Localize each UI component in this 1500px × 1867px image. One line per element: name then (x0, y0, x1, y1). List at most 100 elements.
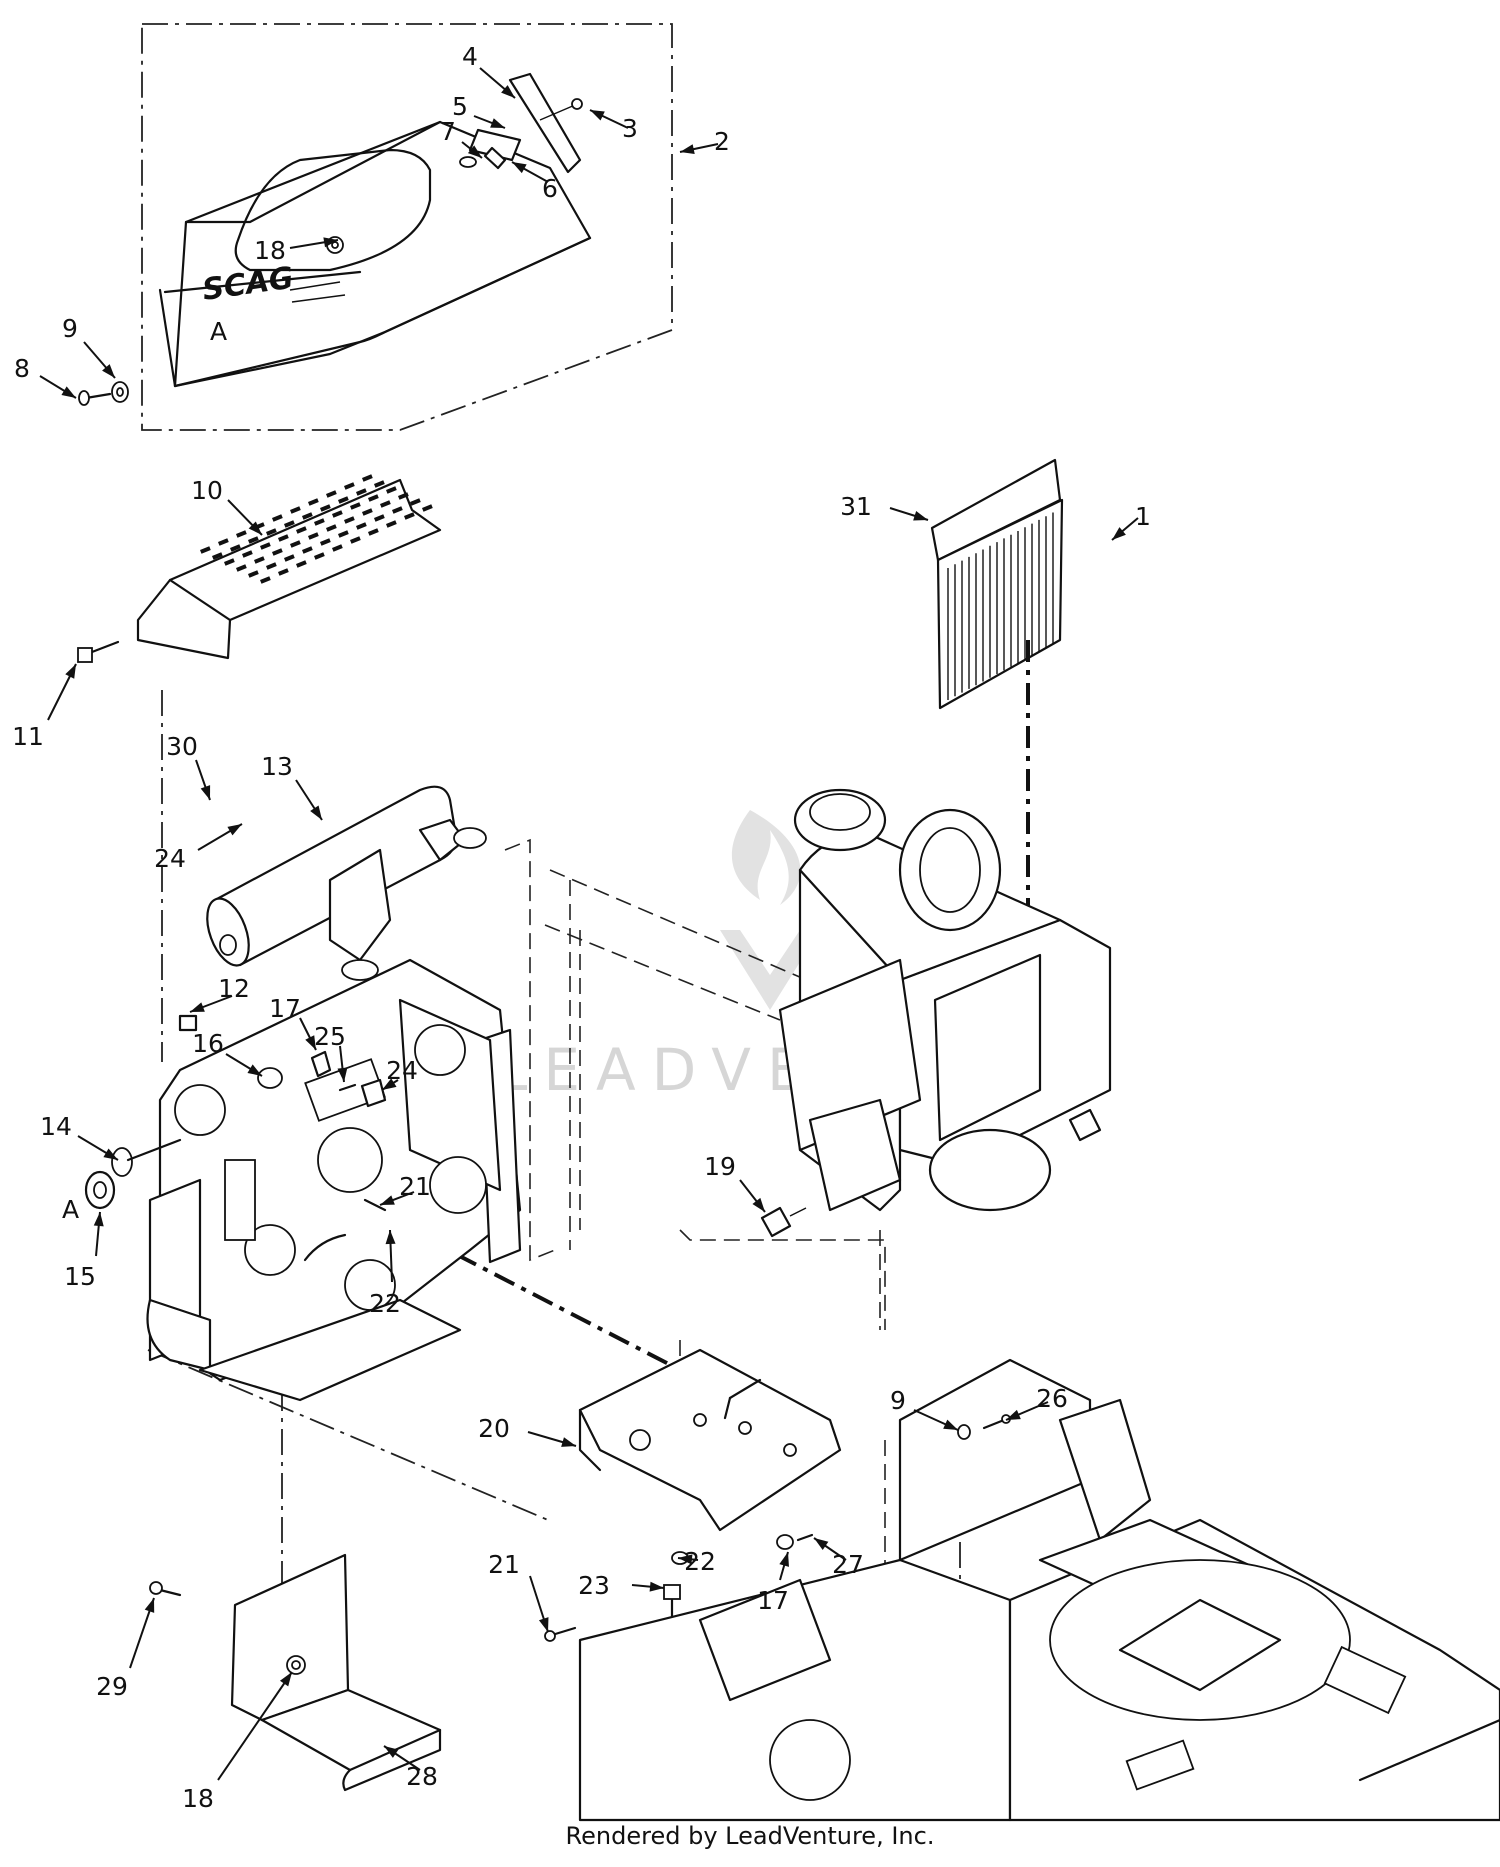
callout-14: 14 (40, 1112, 119, 1161)
callout-number: 19 (704, 1152, 736, 1181)
callout-arrowhead (752, 1197, 765, 1212)
callout-3: 3 (589, 109, 638, 143)
callout-number: 26 (1036, 1384, 1068, 1413)
callout-5: 5 (452, 92, 506, 129)
callout-18: 18 (182, 1671, 293, 1813)
cover-opening (234, 148, 432, 272)
callout-22: 22 (677, 1547, 716, 1576)
callout-number: 23 (578, 1571, 610, 1600)
callout-27: 27 (813, 1537, 864, 1579)
callout-24: 24 (154, 823, 243, 873)
callout-number: 27 (832, 1550, 864, 1579)
callout-number: 20 (478, 1414, 510, 1443)
callout-arrowhead (337, 1067, 348, 1082)
callout-arrowhead (323, 237, 338, 248)
callout-20: 20 (478, 1414, 577, 1447)
callout-number: 8 (14, 354, 30, 383)
callout-8: 8 (14, 354, 77, 399)
callout-2: 2 (679, 127, 730, 156)
mower-frame (544, 1358, 1500, 1822)
callout-arrowhead (227, 824, 242, 836)
bolt-8 (84, 392, 112, 400)
view-marker-a: A (210, 317, 227, 346)
callout-arrowhead (680, 144, 695, 155)
callout-31: 31 (840, 492, 929, 521)
callout-number: 17 (269, 994, 301, 1023)
nut-17 (310, 1050, 332, 1078)
callout-1: 1 (1111, 502, 1151, 541)
callout-21: 21 (488, 1550, 549, 1633)
callout-number: 9 (890, 1386, 906, 1415)
callout-18: 18 (254, 236, 339, 265)
callout-arrowhead (382, 1078, 397, 1090)
callout-12: 12 (189, 974, 250, 1013)
callout-arrowhead (144, 1598, 155, 1613)
callout-arrowhead (943, 1419, 958, 1430)
part-10-muffler-guard (77, 474, 442, 663)
callout-number: 21 (399, 1172, 431, 1201)
footer-credit: Rendered by LeadVenture, Inc. (565, 1822, 935, 1850)
callout-number: 10 (191, 476, 223, 505)
callout-number: 16 (192, 1029, 224, 1058)
callout-number: 11 (12, 722, 44, 751)
callout-number: 15 (64, 1262, 96, 1291)
callout-arrowhead (814, 1538, 829, 1551)
callout-number: 29 (96, 1672, 128, 1701)
callout-number: 18 (182, 1784, 214, 1813)
callout-arrowhead (65, 664, 76, 679)
cover-shell (173, 120, 592, 388)
callout-26: 26 (1005, 1384, 1068, 1421)
part-19-fitting (760, 1206, 807, 1238)
callout-arrowhead (384, 1746, 399, 1758)
callout-number: 31 (840, 492, 872, 521)
callout-arrowhead (590, 110, 605, 121)
callout-number: 6 (542, 174, 558, 203)
callout-22: 22 (369, 1229, 401, 1318)
callout-9: 9 (890, 1386, 959, 1431)
part-1-engine (778, 788, 1112, 1212)
callout-arrowhead (561, 1437, 576, 1447)
part-28-guard-plate (149, 1553, 442, 1792)
callout-arrowhead (310, 805, 322, 820)
washer-16 (257, 1067, 283, 1089)
callout-number: 2 (714, 127, 730, 156)
callout-number: 24 (386, 1056, 418, 1085)
callout-9: 9 (62, 314, 116, 379)
callout-arrowhead (247, 1064, 262, 1076)
callout-19: 19 (704, 1152, 766, 1213)
callout-arrowhead (385, 1230, 396, 1245)
part-2-cover-assembly: SCAG (78, 23, 673, 431)
callout-arrowhead (1006, 1409, 1021, 1420)
callout-arrowhead (61, 386, 76, 398)
callout-25: 25 (314, 1022, 348, 1083)
callouts: 1234567899101112131415161717181819202121… (12, 42, 1151, 1813)
callout-10: 10 (191, 476, 263, 536)
callout-number: 22 (684, 1547, 716, 1576)
callout-28: 28 (383, 1745, 438, 1791)
callout-arrowhead (538, 1617, 549, 1632)
callout-arrowhead (93, 1212, 104, 1227)
callout-arrowhead (678, 1554, 693, 1565)
callout-arrowhead (1112, 527, 1126, 540)
callout-arrowhead (102, 364, 115, 378)
callout-arrowhead (103, 1148, 118, 1160)
callout-29: 29 (96, 1597, 155, 1701)
callout-number: 22 (369, 1289, 401, 1318)
callout-number: 12 (218, 974, 250, 1003)
callout-arrowhead (649, 1581, 664, 1592)
callout-arrowhead (380, 1195, 395, 1205)
part-20-bracket (578, 1348, 842, 1627)
view-marker-a: A (62, 1195, 79, 1224)
callout-number: 14 (40, 1112, 72, 1141)
callout-17: 17 (269, 994, 317, 1051)
callout-30: 30 (166, 732, 211, 801)
callout-number: 3 (622, 114, 638, 143)
callout-number: 5 (452, 92, 468, 121)
callout-16: 16 (192, 1029, 263, 1077)
callout-arrowhead (248, 521, 262, 535)
callout-24: 24 (381, 1056, 418, 1091)
part-13-muffler (206, 785, 487, 981)
callout-number: 28 (406, 1762, 438, 1791)
